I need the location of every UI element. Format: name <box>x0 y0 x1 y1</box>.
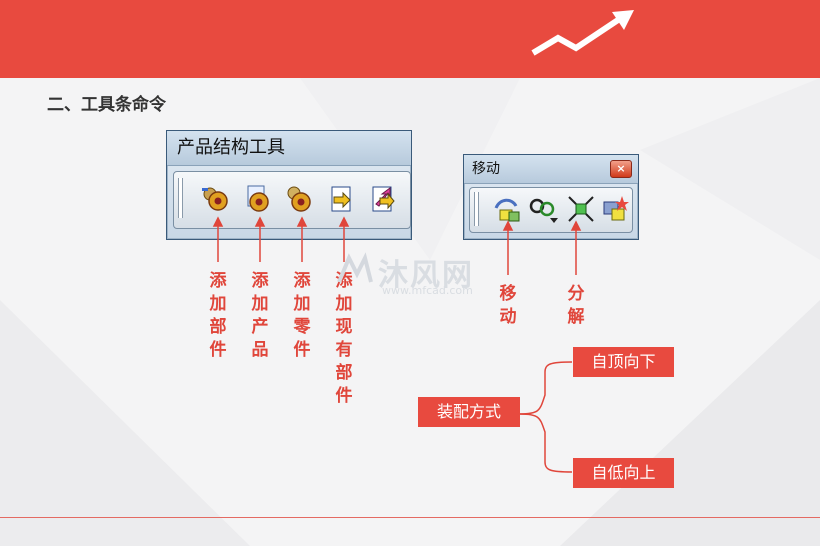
toolbar-grip[interactable] <box>178 178 183 218</box>
add-existing-with-positioning-icon[interactable] <box>368 184 398 214</box>
watermark-logo-icon <box>337 252 373 283</box>
add-product-icon[interactable] <box>242 184 272 214</box>
label-move: 移 动 <box>499 284 517 327</box>
watermark-url: www.mfcad.com <box>382 284 473 297</box>
trend-up-icon <box>531 10 634 56</box>
snap-dropdown-icon[interactable] <box>528 194 558 224</box>
header-banner <box>0 0 820 78</box>
manipulate-icon[interactable] <box>492 194 522 224</box>
label-add-existing-component: 添 加 现 有 部 件 <box>335 271 353 406</box>
toolbar-tray <box>173 171 411 229</box>
add-existing-component-icon[interactable] <box>326 184 356 214</box>
toolbar-title[interactable]: 移动 <box>464 155 638 184</box>
close-button[interactable]: × <box>610 160 632 178</box>
assembly-mode-box: 装配方式 <box>418 397 520 427</box>
toolbar-title[interactable]: 产品结构工具 <box>167 131 411 166</box>
section-title: 二、工具条命令 <box>47 95 166 115</box>
top-down-box: 自顶向下 <box>573 347 674 377</box>
label-add-product: 添 加 产 品 <box>251 271 269 360</box>
label-add-part: 添 加 零 件 <box>293 271 311 360</box>
add-part-icon[interactable] <box>284 184 314 214</box>
toolbar-tray <box>469 187 633 233</box>
watermark-brand: 沐风网 <box>378 258 474 293</box>
product-structure-toolbar[interactable]: 产品结构工具 <box>166 130 412 240</box>
label-explode: 分 解 <box>567 284 585 327</box>
footer-divider <box>0 517 820 518</box>
move-toolbar[interactable]: 移动 × <box>463 154 639 240</box>
add-component-icon[interactable] <box>200 184 230 214</box>
toolbar-grip[interactable] <box>474 192 479 226</box>
bottom-up-box: 自低向上 <box>573 458 674 488</box>
explode-icon[interactable] <box>566 194 596 224</box>
stop-manipulate-icon[interactable] <box>600 194 630 224</box>
label-add-component: 添 加 部 件 <box>209 271 227 360</box>
